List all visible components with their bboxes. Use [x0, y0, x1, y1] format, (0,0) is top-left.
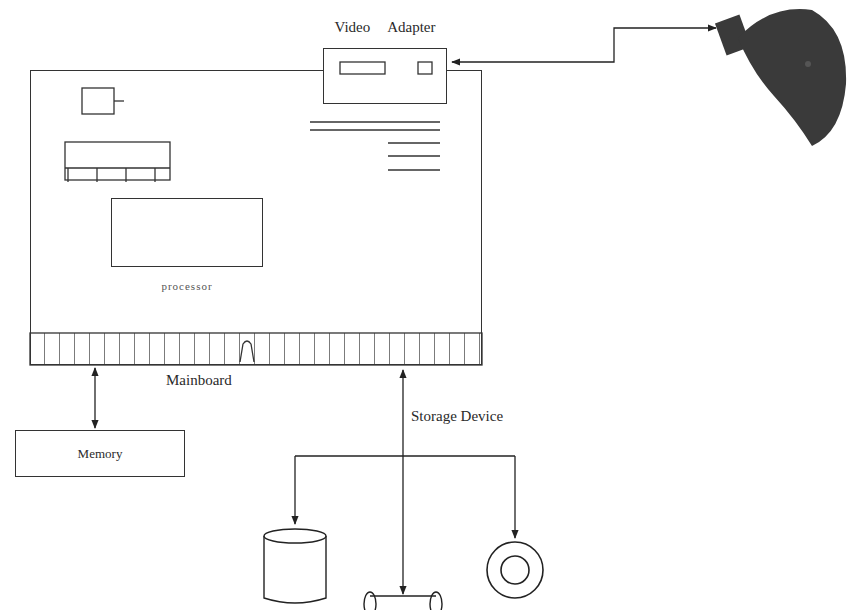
video-cable	[452, 28, 716, 62]
node-label: Video Adapter	[335, 19, 436, 36]
board-parts	[30, 88, 482, 365]
monitor-icon	[715, 9, 846, 146]
storage-bus	[295, 370, 515, 594]
node-label: Memory	[78, 446, 123, 462]
storage-label: Storage Device	[411, 408, 503, 425]
mainboard: Mainboardprocessor	[30, 70, 482, 365]
memory-box: Memory	[15, 430, 185, 477]
bus-connector	[94, 368, 95, 428]
disk-drive-icon	[264, 529, 326, 603]
processor-chip: processor	[111, 198, 263, 267]
disc-icon	[487, 542, 543, 598]
node-label: processor	[161, 280, 212, 292]
adapter-ports	[324, 49, 445, 102]
video-adapter: Video Adapter	[323, 48, 447, 104]
node-label: Mainboard	[166, 372, 232, 389]
tape-icon	[364, 592, 442, 610]
